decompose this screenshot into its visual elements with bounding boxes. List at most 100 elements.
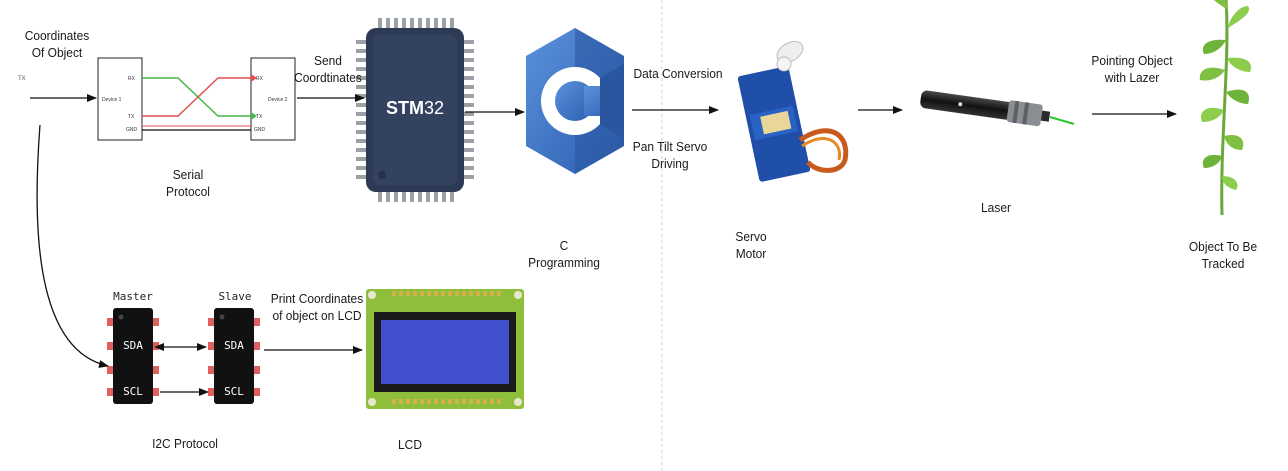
pin <box>476 399 480 404</box>
pin <box>434 291 438 296</box>
pin <box>469 291 473 296</box>
pin <box>208 342 215 350</box>
pin <box>434 18 438 30</box>
plant-image <box>1199 0 1252 216</box>
label-data-conversion: Data Conversion <box>633 66 723 81</box>
device-2-gnd: GND <box>254 127 266 133</box>
pin <box>410 18 414 30</box>
label-laser: Laser <box>981 200 1011 215</box>
pin <box>497 399 501 404</box>
pin <box>462 94 474 98</box>
pin <box>356 157 368 161</box>
pin <box>455 291 459 296</box>
pin <box>462 40 474 44</box>
pin <box>462 76 474 80</box>
pin <box>462 85 474 89</box>
pin <box>399 399 403 404</box>
pin <box>208 388 215 396</box>
pin <box>462 103 474 107</box>
device-2-rx: RX <box>256 76 264 82</box>
pin <box>490 399 494 404</box>
pin <box>476 291 480 296</box>
pin <box>356 121 368 125</box>
master-scl: SCL <box>123 385 143 398</box>
pin <box>462 157 474 161</box>
label-servo-motor: Servo Motor <box>735 229 767 261</box>
serial-wire-red <box>142 77 251 117</box>
pin <box>418 190 422 202</box>
lcd-module-image <box>366 289 524 409</box>
device-1-tx: TX <box>128 114 135 120</box>
pin <box>386 190 390 202</box>
pin <box>410 190 414 202</box>
device-1-gnd: GND <box>126 127 138 133</box>
chip-brand: STM32 <box>386 98 444 118</box>
pin <box>356 139 368 143</box>
pin <box>356 85 368 89</box>
pin <box>386 18 390 30</box>
pin <box>253 318 260 326</box>
i2c-slave-chip: Slave SDA SCL <box>208 290 260 404</box>
i2c-master-chip: Master SDA SCL <box>107 290 159 404</box>
label-print-coordinates: Print Coordinates of object on LCD <box>270 291 364 323</box>
pin <box>356 58 368 62</box>
laser-pointer-image <box>920 90 1075 127</box>
servo-motor-image <box>737 41 849 182</box>
pin <box>462 58 474 62</box>
pin <box>356 103 368 107</box>
pin <box>152 388 159 396</box>
label-lcd: LCD <box>398 437 422 452</box>
pin <box>462 121 474 125</box>
pin <box>107 342 114 350</box>
pin <box>392 291 396 296</box>
pin <box>378 190 382 202</box>
pin <box>253 342 260 350</box>
label-serial-protocol: Serial Protocol <box>166 167 210 199</box>
pin <box>208 366 215 374</box>
flow-arrows <box>30 94 1177 396</box>
pin <box>378 18 382 30</box>
device-1-box <box>97 57 143 141</box>
slave-scl: SCL <box>224 385 244 398</box>
pin <box>152 342 159 350</box>
pin <box>420 399 424 404</box>
pin <box>208 318 215 326</box>
pin <box>402 190 406 202</box>
label-i2c-protocol: I2C Protocol <box>152 436 218 451</box>
pin <box>152 318 159 326</box>
pin <box>462 166 474 170</box>
pin <box>399 291 403 296</box>
pin <box>426 18 430 30</box>
pin <box>418 18 422 30</box>
label-pointing-object: Pointing Object with Lazer <box>1091 53 1173 85</box>
pin <box>462 399 466 404</box>
slave-sda: SDA <box>224 339 244 352</box>
pin <box>426 190 430 202</box>
pin <box>356 130 368 134</box>
pin <box>483 399 487 404</box>
pin <box>434 190 438 202</box>
stm32-chip: STM32 <box>356 18 474 202</box>
pin <box>413 399 417 404</box>
pin <box>462 139 474 143</box>
pin <box>462 49 474 53</box>
slave-label: Slave <box>218 290 251 303</box>
pin <box>427 399 431 404</box>
pin <box>152 366 159 374</box>
pin <box>392 399 396 404</box>
pin <box>469 399 473 404</box>
pin <box>462 130 474 134</box>
pin <box>450 190 454 202</box>
label-object-to-be-tracked: Object To Be Tracked <box>1188 239 1258 271</box>
pin <box>462 175 474 179</box>
pin <box>356 67 368 71</box>
pin <box>450 18 454 30</box>
pin <box>442 190 446 202</box>
pin <box>434 399 438 404</box>
pin <box>394 18 398 30</box>
pin <box>107 388 114 396</box>
device-1-label: Device 1 <box>102 97 122 103</box>
pin <box>442 18 446 30</box>
pin <box>402 18 406 30</box>
pin <box>406 291 410 296</box>
